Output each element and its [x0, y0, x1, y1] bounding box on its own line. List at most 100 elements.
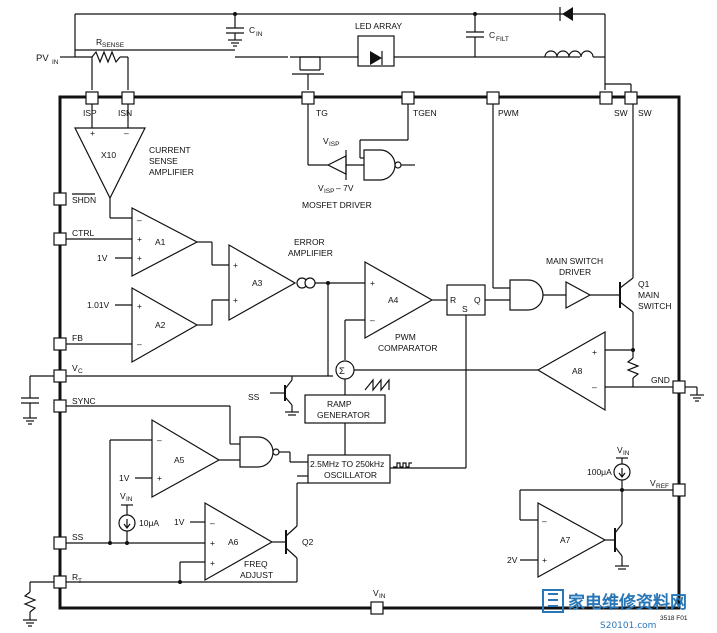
- watermark-url: S20101.com: [600, 621, 656, 631]
- nand-gate: [66, 405, 308, 468]
- svg-text:–: –: [137, 339, 142, 349]
- svg-text:+: +: [137, 234, 142, 244]
- label-msd-l2: DRIVER: [559, 267, 591, 277]
- label-a8: A8: [572, 366, 583, 376]
- label-visp-sub: ISP: [329, 141, 339, 148]
- ss-transistor: [270, 376, 299, 416]
- label-sw2: SW: [638, 108, 652, 118]
- svg-text:–: –: [210, 518, 215, 528]
- current-sense-amplifier: [74, 104, 146, 219]
- label-101v: 1.01V: [87, 300, 110, 310]
- pin-ctrl-pad: [53, 232, 67, 246]
- label-pwm-comp-l2: COMPARATOR: [378, 343, 438, 353]
- pin-isp-pad: [85, 91, 99, 105]
- label-q1: Q1: [638, 279, 650, 289]
- amp-a5: [109, 418, 221, 543]
- q1-main-switch: [605, 104, 673, 388]
- label-tgen: TGEN: [413, 108, 437, 118]
- label-mosfet-driver: MOSFET DRIVER: [302, 200, 372, 210]
- amp-a1: [66, 207, 229, 277]
- label-osc-l2: OSCILLATOR: [324, 470, 377, 480]
- label-cs-l2: SENSE: [149, 156, 178, 166]
- and-gate-main: [492, 104, 620, 311]
- ramp-generator: [304, 394, 386, 455]
- watermark: 家电维修资料网 S20101.com: [542, 589, 687, 631]
- label-vc: V: [72, 363, 78, 373]
- label-pwm-comp-l1: PWM: [395, 332, 416, 342]
- label-cfilt-sub: FILT: [496, 36, 509, 43]
- label-err-l2: AMPLIFIER: [288, 248, 333, 258]
- label-a4: A4: [388, 295, 399, 305]
- pin-tg-pad: [301, 91, 315, 105]
- pin-sw2-pad: [624, 91, 638, 105]
- label-visp7: V: [318, 183, 324, 193]
- label-err-l1: ERROR: [294, 237, 325, 247]
- label-isp: ISP: [83, 108, 97, 118]
- label-ss: SS: [72, 532, 84, 542]
- current-source-10ua: [66, 504, 205, 545]
- svg-text:+: +: [210, 538, 215, 548]
- label-vin-bottom: V: [373, 588, 379, 598]
- label-2v: 2V: [507, 555, 518, 565]
- label-10ua: 10μA: [139, 518, 159, 528]
- pin-gnd-pad: [672, 380, 686, 394]
- svg-text:+: +: [370, 278, 375, 288]
- amp-a6: [66, 501, 292, 584]
- label-vin-100ua: V: [617, 445, 623, 455]
- amp-a2: [66, 286, 229, 364]
- pin-vin-bottom-pad: [370, 601, 384, 615]
- svg-text:+: +: [542, 555, 547, 565]
- label-cs-l3: AMPLIFIER: [149, 167, 194, 177]
- summer-node: [335, 360, 355, 395]
- label-a7: A7: [560, 535, 571, 545]
- label-rt-sub: T: [78, 578, 82, 585]
- label-1v-a6: 1V: [174, 517, 185, 527]
- q2-transistor: [285, 475, 308, 583]
- amp-a4: [344, 260, 447, 360]
- pin-sync-pad: [53, 399, 67, 413]
- pin-isn-pad: [121, 91, 135, 105]
- left-pins: [53, 192, 67, 589]
- svg-text:+: +: [233, 260, 238, 270]
- label-rsense: R: [96, 37, 102, 47]
- pin-vref-pad: [672, 483, 686, 497]
- label-shdn: SHDN: [72, 195, 96, 205]
- sr-latch: [390, 284, 510, 469]
- label-sr-s: S: [462, 304, 468, 314]
- label-ramp-l1: RAMP: [327, 399, 352, 409]
- label-q2: Q2: [302, 537, 314, 547]
- mosfet-driver: [307, 104, 415, 181]
- label-cfilt: C: [489, 30, 495, 40]
- label-x10: X10: [101, 150, 116, 160]
- svg-text:–: –: [157, 435, 162, 445]
- pin-fb-pad: [53, 337, 67, 351]
- amp-a8: [353, 330, 633, 412]
- svg-text:+: +: [210, 558, 215, 568]
- label-vref: V: [650, 478, 656, 488]
- svg-text:–: –: [137, 215, 142, 225]
- svg-text:+: +: [233, 295, 238, 305]
- label-visp7-sub: ISP: [324, 188, 334, 195]
- svg-text:–: –: [592, 382, 597, 392]
- label-a1: A1: [155, 237, 166, 247]
- pin-pwm-pad: [486, 91, 500, 105]
- label-rt: R: [72, 572, 78, 582]
- pin-rt-pad: [53, 575, 67, 589]
- label-a2: A2: [155, 320, 166, 330]
- label-q1-l2: MAIN: [638, 290, 659, 300]
- label-pvin-sub: IN: [52, 59, 59, 66]
- label-cs-l1: CURRENT: [149, 145, 191, 155]
- watermark-text: 家电维修资料网: [568, 592, 687, 613]
- label-sr-q: Q: [474, 295, 481, 305]
- label-vin-10ua-sub: IN: [126, 496, 133, 503]
- label-visp: V: [323, 136, 329, 146]
- svg-text:+: +: [592, 347, 597, 357]
- pin-vc-pad: [53, 369, 67, 383]
- svg-text:+: +: [137, 301, 142, 311]
- label-rsense-sub: SENSE: [102, 42, 125, 49]
- label-q1-l3: SWITCH: [638, 301, 672, 311]
- pin-tgen-pad: [401, 91, 415, 105]
- external-left-parts: [21, 375, 54, 627]
- label-pwm: PWM: [498, 108, 519, 118]
